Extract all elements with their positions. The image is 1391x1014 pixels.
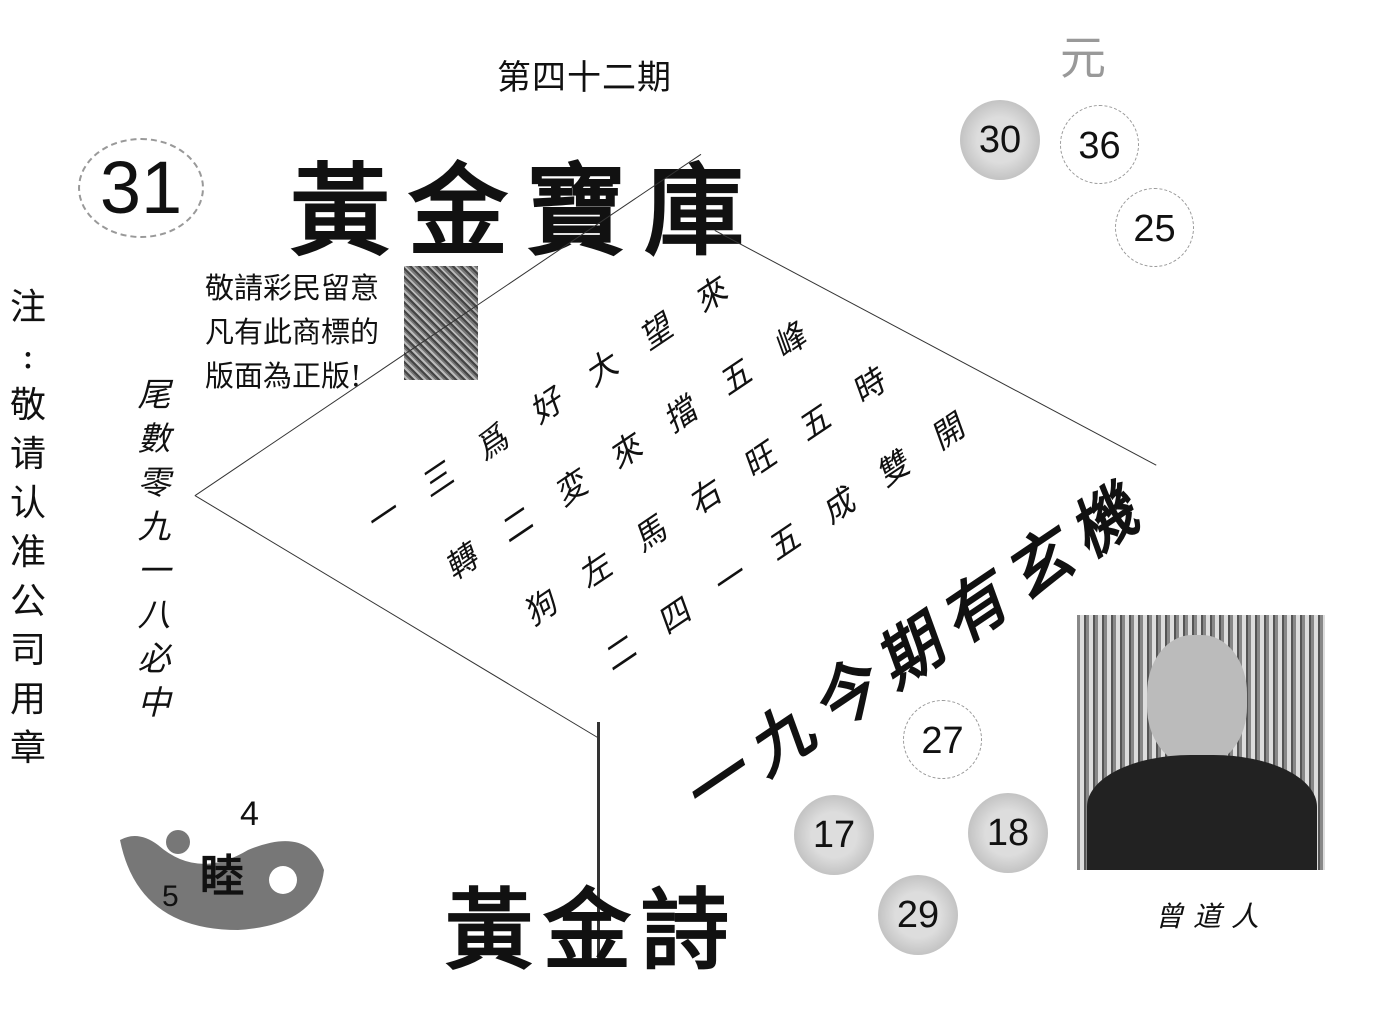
number-ball: 18 [968,793,1048,873]
number-ball: 36 [1060,105,1139,184]
portrait-body [1087,755,1317,870]
portrait-face [1147,635,1247,765]
notice-line: 凡有此商標的 [205,315,380,349]
authenticity-notice: 敬請彩民留意 凡有此商標的 版面為正版! [205,266,395,398]
number-ball: 30 [960,100,1040,180]
notice-line: 敬請彩民留意 [205,271,380,305]
issue-number: 第四十二期 [497,58,672,98]
yinyang-number: 4 [240,795,259,833]
cube-edge [597,722,600,962]
number-ball: 25 [1115,188,1194,267]
photo-caption: 曾道人 [1155,900,1270,933]
yinyang-icon [120,830,324,930]
code-number-badge: 31 [78,138,204,238]
faint-stamp-char: 元 [1060,31,1106,85]
side-note-colon: : [21,336,35,377]
trademark-image [404,266,478,380]
number-ball: 27 [903,700,982,779]
poem-title: 黃金詩 [445,878,740,982]
yinyang-number: 5 [162,880,179,913]
yinyang-char: 睦 [200,851,244,902]
side-note-text: 敬请认准公司用章 [9,385,46,769]
side-note-label: 注 [9,287,46,328]
notice-line: 版面為正版! [205,359,362,393]
portrait-photo [1077,615,1325,870]
yinyang-symbol: 睦 4 5 [118,795,326,932]
side-note: 注 : 敬请认准公司用章 [6,283,50,773]
number-ball: 17 [794,795,874,875]
number-ball: 29 [878,875,958,955]
page-title: 黃金寶庫 [290,152,762,270]
tail-hint: 尾數零九一八必中 [137,375,171,722]
